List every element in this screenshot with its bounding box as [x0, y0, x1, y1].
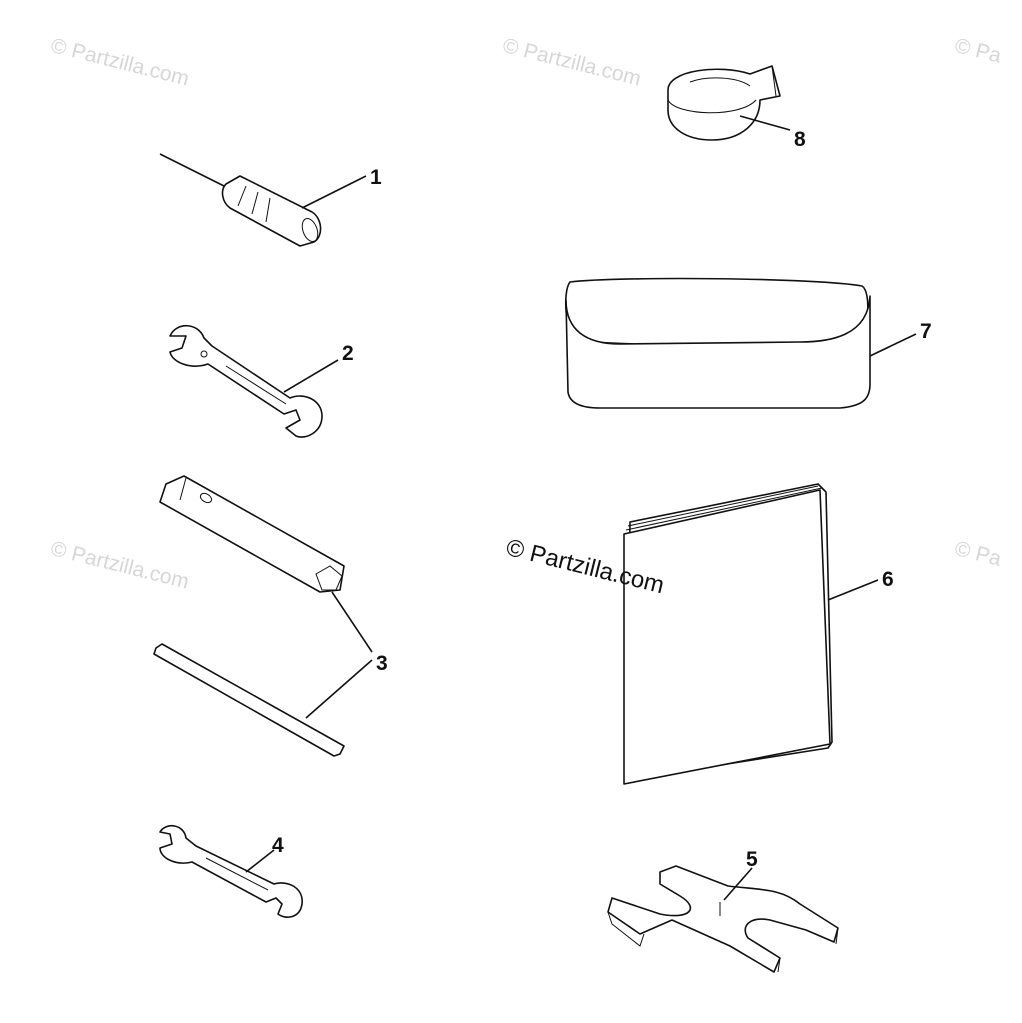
leader-line-6 — [827, 579, 879, 601]
callout-8: 8 — [794, 128, 806, 151]
callout-5: 5 — [746, 848, 758, 871]
tape-roll-part[interactable] — [667, 65, 781, 141]
leader-line-3b — [305, 659, 373, 719]
leader-line-5 — [723, 867, 753, 901]
leader-line-3a — [331, 591, 373, 653]
box-wrench-part[interactable] — [159, 475, 345, 593]
leader-line-8 — [739, 115, 791, 131]
callout-3: 3 — [376, 652, 388, 675]
callout-1: 1 — [370, 166, 382, 189]
callout-4: 4 — [272, 834, 284, 857]
leader-line-1 — [301, 175, 367, 209]
callout-7: 7 — [920, 320, 932, 343]
callout-2: 2 — [342, 342, 354, 365]
callout-6: 6 — [882, 568, 894, 591]
leader-line-7 — [869, 333, 917, 357]
leader-line-4 — [245, 849, 275, 873]
screwdriver-part[interactable] — [159, 153, 322, 247]
wrench-small-part[interactable] — [159, 825, 303, 918]
leader-line-2 — [283, 359, 339, 393]
tommy-bar-part[interactable] — [153, 643, 345, 757]
owners-manual-part[interactable] — [623, 483, 833, 785]
wrench-large-part[interactable] — [169, 324, 323, 438]
tool-pouch-part[interactable] — [564, 277, 871, 409]
fork-spanner-part[interactable] — [607, 865, 839, 973]
